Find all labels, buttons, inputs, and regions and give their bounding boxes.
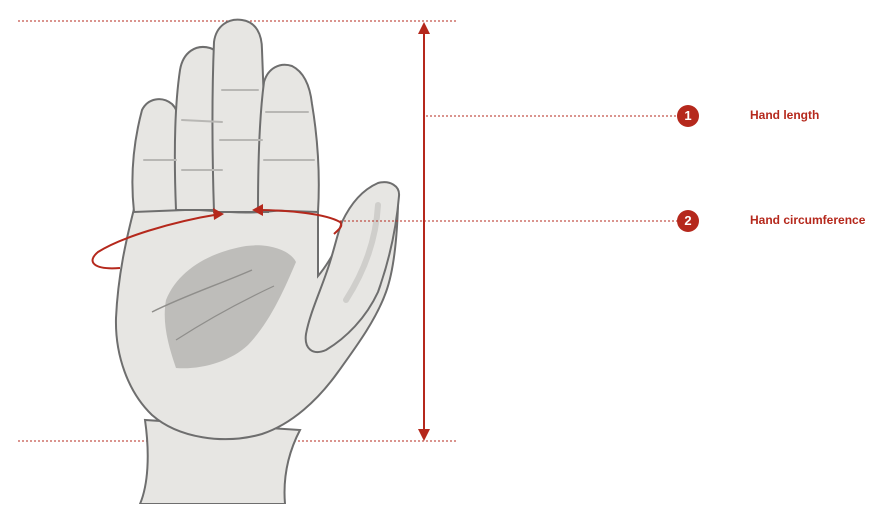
hand-circumference-label: Hand circumference [750, 213, 865, 227]
measurement-badge-1: 1 [677, 105, 699, 127]
thumb [306, 182, 399, 352]
measurement-badge-2: 2 [677, 210, 699, 232]
hand-length-arrowhead-top [418, 22, 430, 34]
index-finger [258, 65, 319, 212]
hand-length-arrowhead-bottom [418, 429, 430, 441]
hand-length-label: Hand length [750, 108, 819, 122]
